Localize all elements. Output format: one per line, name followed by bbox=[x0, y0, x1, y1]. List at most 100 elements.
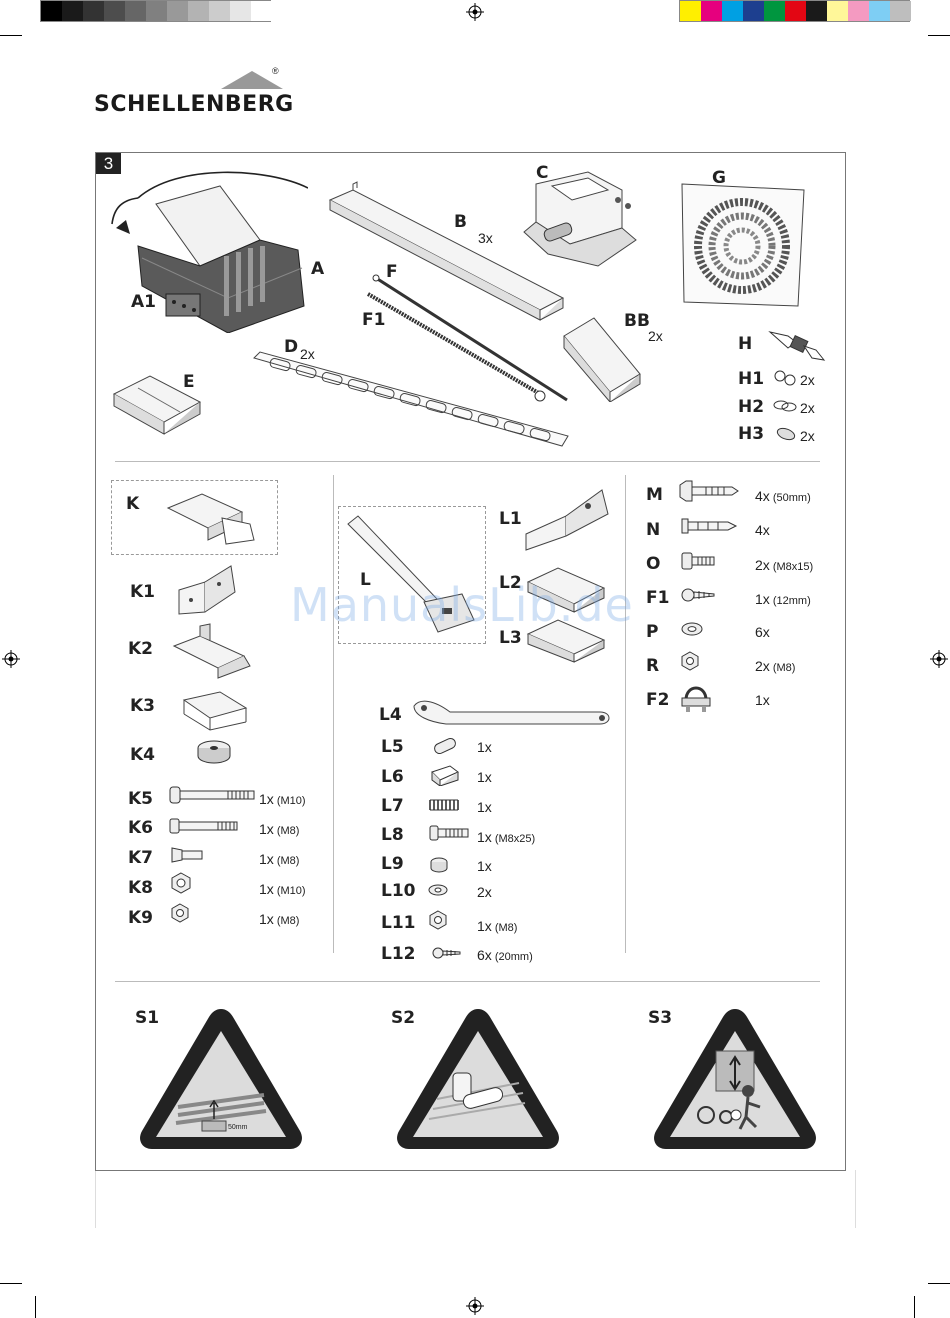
bracket-k1-illustration bbox=[178, 565, 236, 615]
part-label-a1: A1 bbox=[131, 292, 156, 312]
bushing-l9-icon bbox=[430, 857, 448, 873]
screw-f1-icon bbox=[681, 588, 715, 602]
bolt-o-icon bbox=[681, 552, 715, 570]
slider-l3-illustration bbox=[526, 619, 606, 663]
screw-k7-icon bbox=[171, 847, 203, 863]
part-label-l11: L11 bbox=[381, 913, 416, 933]
part-quantity-h2: 2x bbox=[800, 400, 815, 416]
part-label-l3: L3 bbox=[499, 628, 522, 648]
part-label-h1: H1 bbox=[738, 369, 765, 389]
part-label-l10: L10 bbox=[381, 881, 416, 901]
part-quantity-o: 2x (M8x15) bbox=[755, 557, 814, 573]
gray-color-bar bbox=[40, 0, 272, 22]
part-label-f1: F1 bbox=[362, 310, 386, 330]
part-spec-o: (M8x15) bbox=[769, 561, 814, 573]
column-divider bbox=[625, 475, 626, 953]
part-quantity-h1: 2x bbox=[800, 372, 815, 388]
color-swatch bbox=[890, 1, 911, 21]
color-swatch bbox=[188, 1, 209, 21]
color-swatch bbox=[785, 1, 806, 21]
brand-logo: SCHELLENBERG bbox=[94, 92, 294, 117]
part-quantity-k5: 1x (M10) bbox=[259, 791, 306, 807]
safety-label-s1: S1 bbox=[135, 1008, 160, 1028]
plate-k3-illustration bbox=[182, 691, 248, 731]
arm-l-illustration bbox=[347, 515, 475, 633]
cable-clamp-f2-icon bbox=[681, 686, 711, 712]
screw-l12-icon bbox=[432, 947, 461, 959]
link-arm-l4-illustration bbox=[413, 700, 610, 725]
part-spec-k8: (M10) bbox=[273, 885, 306, 897]
figure-number-badge: 3 bbox=[96, 153, 121, 174]
block-l6-icon bbox=[431, 765, 459, 786]
part-label-b: B bbox=[454, 212, 467, 232]
watermark-text: ManualsLib.de bbox=[290, 578, 634, 632]
color-swatch bbox=[209, 1, 230, 21]
color-swatch bbox=[743, 1, 764, 21]
part-label-l6: L6 bbox=[381, 767, 404, 787]
washer-p-icon bbox=[681, 622, 703, 636]
link-h3-icon bbox=[776, 427, 796, 441]
registration-mark-top-icon bbox=[466, 3, 484, 21]
gap-dimension-label: 50mm bbox=[228, 1124, 248, 1131]
part-spec-l8: (M8x25) bbox=[491, 833, 536, 845]
part-label-h: H bbox=[738, 334, 753, 354]
motor-unit-illustration bbox=[111, 171, 308, 333]
part-quantity-m: 4x (50mm) bbox=[755, 488, 811, 504]
part-k-outline bbox=[111, 480, 278, 555]
color-swatch bbox=[764, 1, 785, 21]
part-quantity-f2: 1x bbox=[755, 692, 770, 708]
part-label-k3: K3 bbox=[130, 696, 156, 716]
part-quantity-l8: 1x (M8x25) bbox=[477, 829, 536, 845]
part-spec-k9: (M8) bbox=[273, 915, 300, 927]
rail-b-illustration bbox=[328, 181, 565, 321]
bolt-k6-icon bbox=[169, 818, 238, 834]
color-swatch bbox=[83, 1, 104, 21]
part-quantity-r: 2x (M8) bbox=[755, 658, 796, 674]
part-spec-l11: (M8) bbox=[491, 922, 518, 934]
part-quantity-n: 4x bbox=[755, 522, 770, 538]
crop-mark bbox=[0, 1283, 22, 1284]
part-quantity-b: 3x bbox=[478, 230, 493, 246]
part-label-f2: F2 bbox=[646, 690, 670, 710]
crop-mark bbox=[928, 1283, 950, 1284]
part-label-l: L bbox=[360, 570, 371, 590]
clip-h2-icon bbox=[773, 400, 797, 412]
part-label-m: M bbox=[646, 485, 663, 505]
bracket-e-illustration bbox=[112, 375, 202, 435]
chain-g-illustration bbox=[681, 183, 805, 307]
part-label-k8: K8 bbox=[128, 878, 154, 898]
bolt-k5-icon bbox=[169, 786, 255, 804]
part-label-k1: K1 bbox=[130, 582, 156, 602]
color-swatch bbox=[827, 1, 848, 21]
color-swatch bbox=[125, 1, 146, 21]
clip-h1-icon bbox=[774, 370, 796, 386]
warning-triangle-s3-icon bbox=[654, 1009, 816, 1149]
rail-bb-illustration bbox=[563, 317, 641, 402]
color-swatch bbox=[104, 1, 125, 21]
pin-l5-icon bbox=[434, 737, 456, 755]
safety-label-s2: S2 bbox=[391, 1008, 416, 1028]
color-swatch bbox=[167, 1, 188, 21]
part-quantity-d: 2x bbox=[300, 346, 315, 362]
color-swatch bbox=[251, 1, 272, 21]
color-swatch bbox=[806, 1, 827, 21]
part-label-k: K bbox=[126, 494, 140, 514]
part-label-l5: L5 bbox=[381, 737, 404, 757]
part-label-f1: F1 bbox=[646, 588, 670, 608]
crop-mark bbox=[914, 1296, 915, 1318]
part-label-l1: L1 bbox=[499, 509, 522, 529]
part-label-p: P bbox=[646, 622, 659, 642]
logo-roof-icon bbox=[221, 71, 283, 89]
section-divider bbox=[115, 981, 820, 982]
section-divider bbox=[115, 461, 820, 462]
part-quantity-l11: 1x (M8) bbox=[477, 918, 518, 934]
part-label-l2: L2 bbox=[499, 573, 522, 593]
registration-mark-left-icon bbox=[2, 650, 20, 668]
nut-k9-icon bbox=[171, 903, 189, 923]
part-label-g: G bbox=[712, 168, 726, 188]
part-label-h2: H2 bbox=[738, 397, 765, 417]
part-spec-r: (M8) bbox=[769, 662, 796, 674]
nut-r-icon bbox=[681, 651, 699, 671]
registration-mark-right-icon bbox=[930, 650, 948, 668]
page-trim-line bbox=[95, 1170, 96, 1228]
